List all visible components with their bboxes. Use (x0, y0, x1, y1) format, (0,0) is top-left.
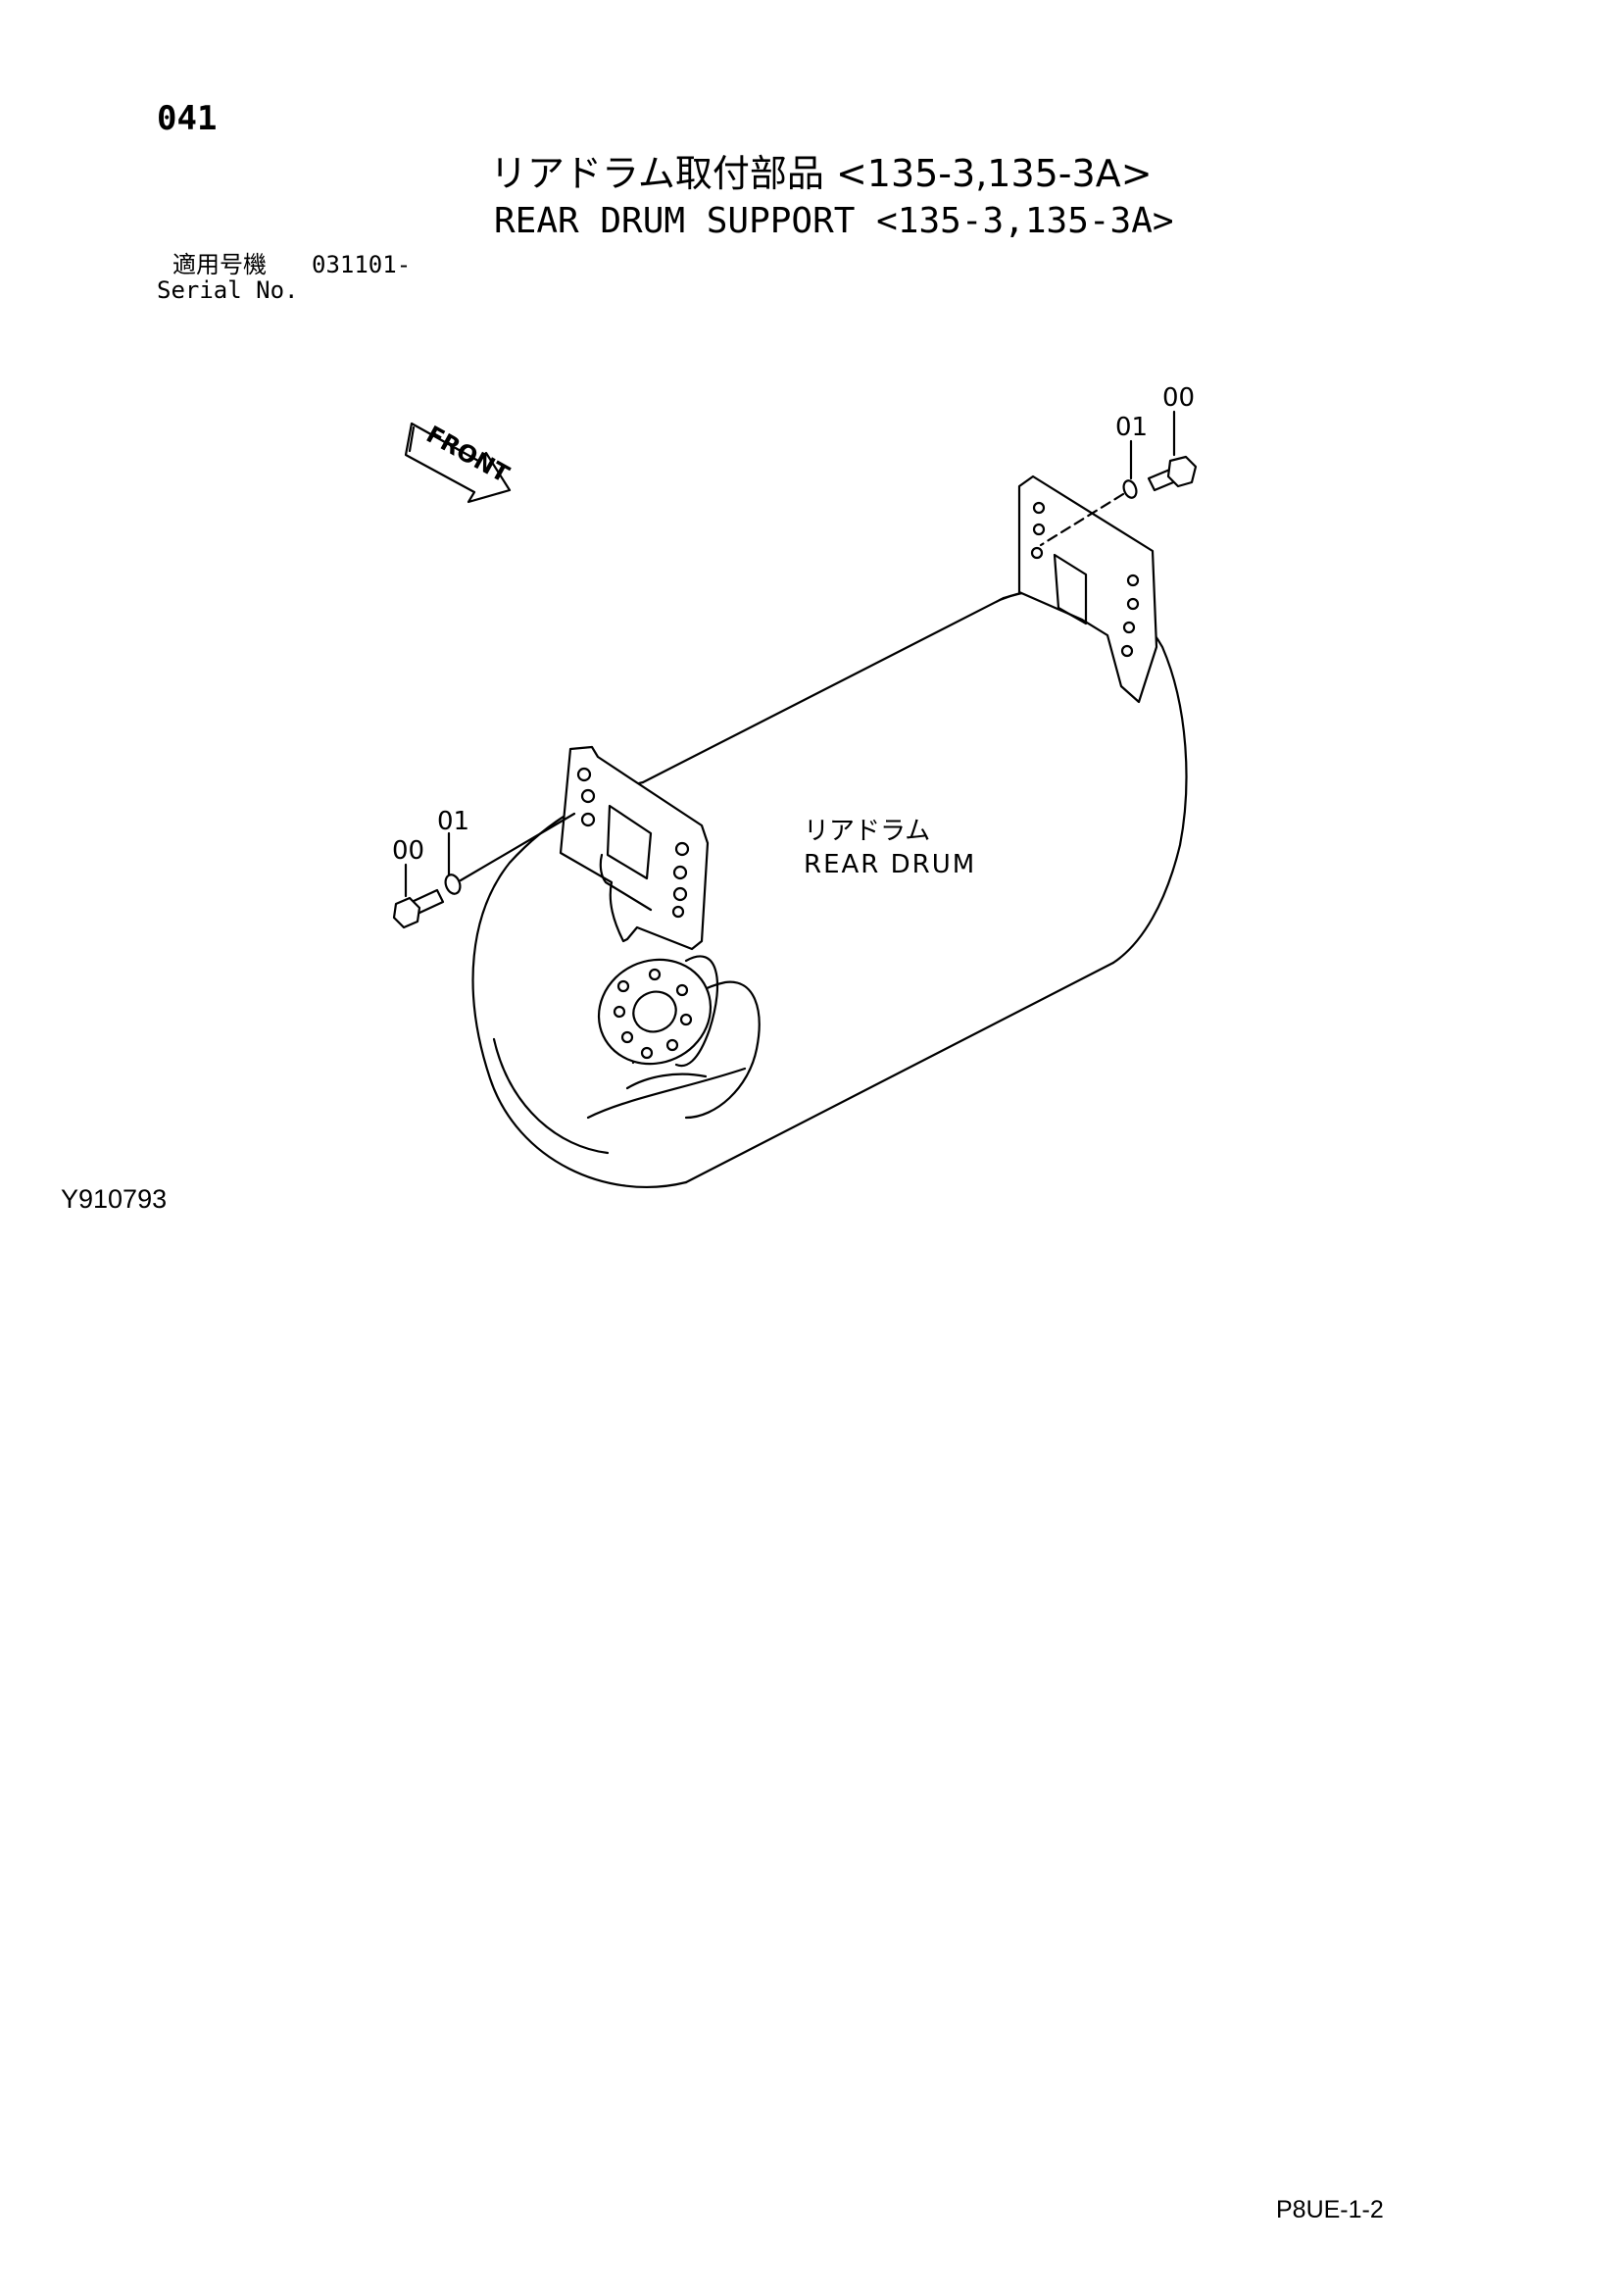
callout-right-bolt: 00 (1162, 383, 1195, 413)
drum-body (471, 587, 1188, 1189)
callout-left-bolt: 00 (392, 836, 424, 866)
title-japanese: リアドラム取付部品 <135-3,135-3A> (490, 152, 1153, 195)
page-code: P8UE-1-2 (1276, 2196, 1384, 2223)
left-assembly-line (459, 812, 576, 882)
right-assembly-line (1039, 492, 1125, 547)
drawing-code: Y910793 (61, 1184, 168, 1214)
drum-hub (597, 955, 719, 1068)
callout-left-washer: 01 (437, 807, 469, 836)
serial-value: 031101- (312, 251, 412, 278)
front-arrow-icon: FRONT (404, 421, 515, 504)
front-bracket (559, 745, 710, 951)
serial-label-japanese: 適用号機 (172, 251, 267, 278)
left-washer (444, 873, 462, 895)
callout-right-washer: 01 (1115, 413, 1148, 442)
page-number: 041 (157, 99, 218, 138)
right-washer (1122, 479, 1138, 499)
title-english: REAR DRUM SUPPORT <135-3,135-3A> (494, 201, 1174, 241)
left-bolt (392, 888, 445, 929)
rear-bracket (1017, 474, 1158, 704)
drum-label-english: REAR DRUM (804, 850, 976, 879)
serial-label-english: Serial No. (157, 276, 299, 304)
right-bolt (1147, 455, 1198, 492)
drum-label-japanese: リアドラム (804, 817, 930, 846)
